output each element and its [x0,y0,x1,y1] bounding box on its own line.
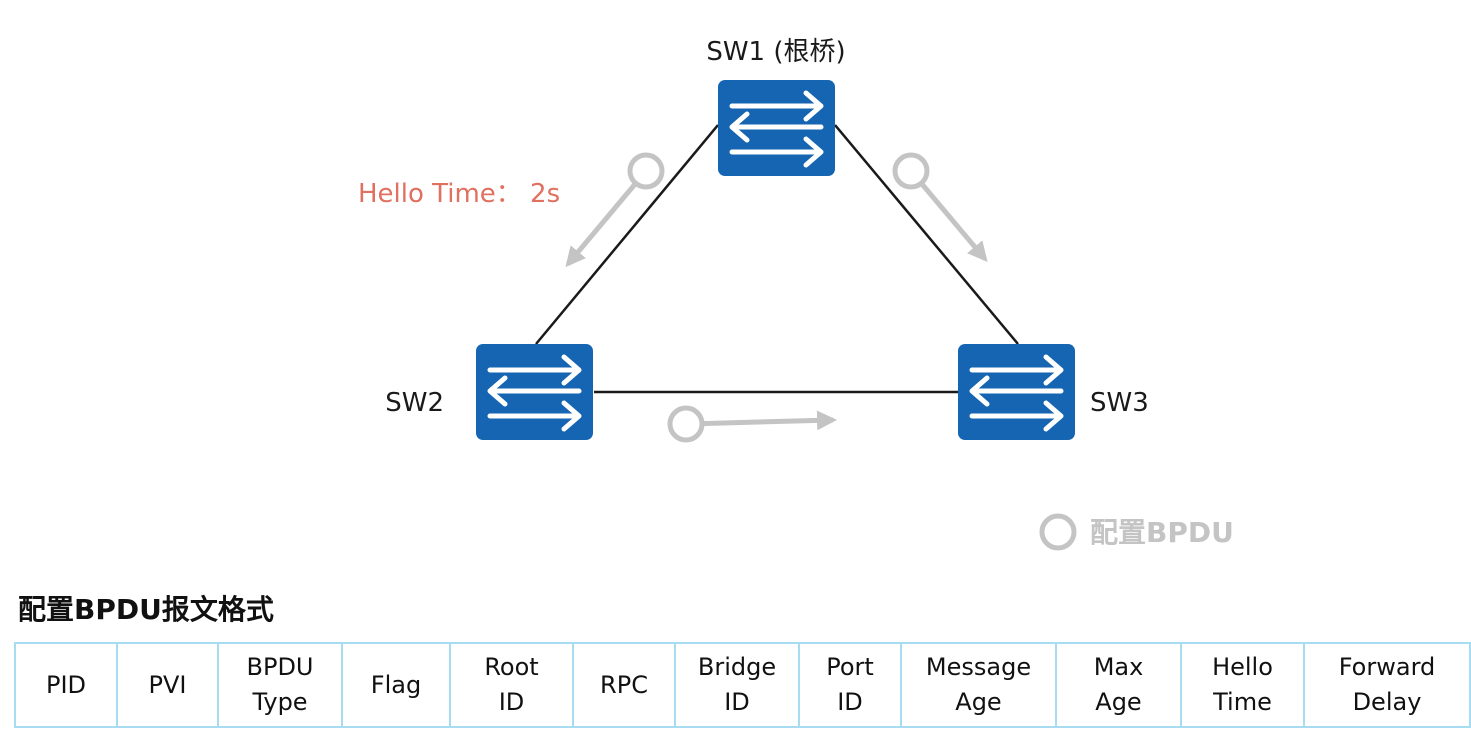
field-cell: BPDU Type [217,642,343,728]
stp-topology-diagram: SW1 (根桥) SW2 SW3 Hello Time： 2s 配置BPDU [358,37,1234,551]
bpdu-circle-icon [1039,513,1077,551]
bpdu-circle-arrow-icon [627,152,665,190]
links [535,124,1019,394]
field-cell: PID [14,642,118,728]
bpdu-arrow [565,181,638,268]
field-name: ID [837,688,863,716]
bpdu-flow-sw1-sw2 [565,152,665,268]
field-name: BPDU [246,653,314,681]
field-name: Bridge [697,653,777,681]
bpdu-flow-sw2-sw3 [667,405,837,443]
sw3-label: SW3 [1090,388,1149,418]
field-name: Age [955,688,1002,716]
switch-icon [718,80,835,176]
switches: SW1 (根桥) SW2 SW3 [385,37,1149,440]
switch-sw2: SW2 [385,344,593,440]
field-name: ID [724,688,750,716]
switch-sw3: SW3 [958,344,1149,440]
hello-time-label: Hello Time： 2s [358,179,560,209]
field-name: Root [484,653,539,681]
field-name: Flag [370,670,422,699]
field-cell: Flag [341,642,451,728]
field-name: Time [1213,688,1272,716]
field-name: Delay [1352,688,1422,716]
field-name: Type [252,688,308,716]
link-sw1-sw2 [535,124,719,345]
switch-icon [958,344,1075,440]
sw2-label: SW2 [385,388,444,418]
legend: 配置BPDU [1039,513,1234,551]
field-name: PVI [148,670,187,699]
field-name: Max [1093,653,1144,681]
legend-label: 配置BPDU [1090,516,1234,549]
field-name: Port [826,653,874,681]
field-name: RPC [600,670,648,699]
bpdu-arrow [919,181,988,263]
link-sw1-sw3 [834,124,1019,345]
field-name: ID [498,688,525,716]
sw1-label: SW1 (根桥) [706,37,845,67]
field-name: PID [45,670,87,699]
field-cell: RPC [572,642,676,728]
bpdu-circle-arrow-icon [667,405,705,443]
switch-sw1: SW1 (根桥) [706,37,846,176]
field-name: Hello [1212,653,1273,681]
bpdu-flow-sw1-sw3 [892,152,988,263]
bpdu-flows [565,152,988,443]
switch-icon [476,344,593,440]
bpdu-circle-arrow-icon [892,152,930,190]
field-cell: PVI [116,642,219,728]
bpdu-arrow [701,410,837,431]
table-title: 配置BPDU报文格式 [18,593,274,626]
field-name: Forward [1338,653,1436,681]
field-name: Message [925,653,1032,681]
field-name: Age [1095,688,1142,716]
